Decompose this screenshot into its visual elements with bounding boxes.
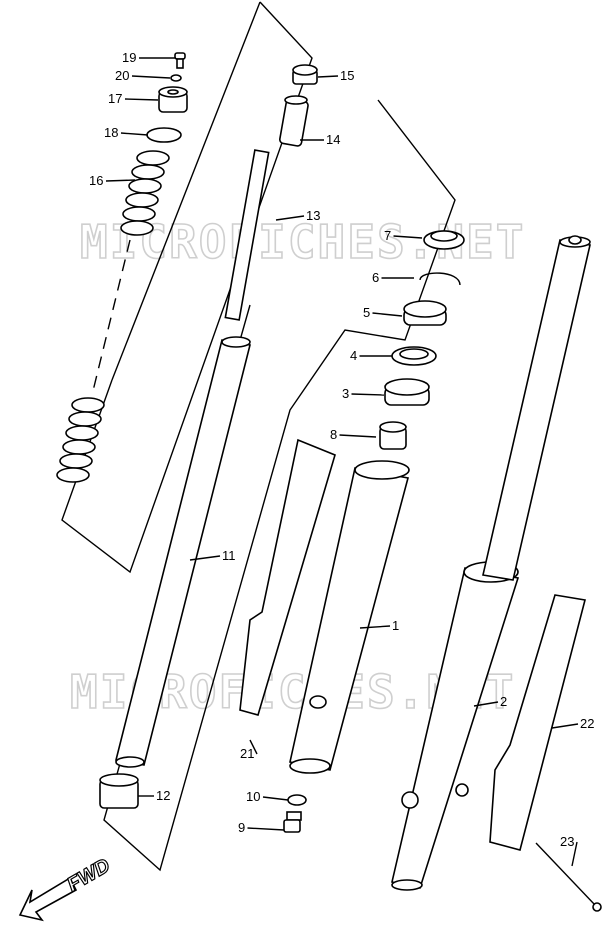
callout-leader-23 [571, 841, 578, 867]
callout-label-3: 3 [342, 386, 349, 401]
callout-label-4: 4 [350, 348, 357, 363]
part-3-guide-bush [384, 378, 430, 406]
part-18-o-ring [146, 127, 182, 143]
callout-label-16: 16 [89, 173, 103, 188]
callout-label-9: 9 [238, 820, 245, 835]
callout-label-11: 11 [222, 548, 236, 563]
callout-leader-2 [473, 701, 499, 707]
callout-label-1: 1 [392, 618, 399, 633]
part-21-fork-guard [239, 438, 336, 716]
callout-leader-20 [131, 75, 171, 79]
part-12-slide-bush [99, 773, 139, 809]
callout-leader-21 [249, 739, 258, 755]
callout-leader-8 [339, 434, 377, 438]
assembly-outline-inner [103, 99, 456, 872]
callout-label-15: 15 [340, 68, 354, 83]
callout-leader-15 [317, 75, 339, 78]
callout-label-2: 2 [500, 694, 507, 709]
callout-leader-9 [247, 827, 285, 831]
callout-label-22: 22 [580, 716, 594, 731]
callout-label-8: 8 [330, 427, 337, 442]
part-13-damper-rod [224, 95, 309, 321]
part-19-bolt [174, 52, 186, 69]
callout-label-21: 21 [240, 746, 254, 761]
callout-leader-17 [124, 98, 159, 101]
callout-label-7: 7 [384, 228, 391, 243]
part-23-pin [535, 842, 602, 912]
part-16-spring [56, 150, 170, 483]
callout-label-23: 23 [560, 834, 574, 849]
part-6-circlip [419, 272, 461, 286]
fwd-label: FWD [64, 855, 114, 897]
callout-label-19: 19 [122, 50, 136, 65]
callout-leader-22 [551, 723, 579, 729]
part-22-fork-guard-right [489, 594, 586, 851]
part-1-outer-tube [289, 460, 410, 774]
callout-label-14: 14 [326, 132, 340, 147]
callout-leader-1 [359, 625, 391, 629]
callout-label-13: 13 [306, 208, 320, 223]
callout-label-10: 10 [246, 789, 260, 804]
callout-label-5: 5 [363, 305, 370, 320]
callout-label-17: 17 [108, 91, 122, 106]
callout-leader-18 [120, 132, 149, 136]
part-15-bush [292, 64, 318, 85]
part-5-oil-seal [403, 300, 447, 326]
part-9-bolt [283, 811, 302, 833]
callout-leader-10 [262, 796, 289, 801]
part-20-washer [170, 74, 182, 82]
callout-leader-13 [275, 215, 305, 221]
part-4-washer [391, 346, 437, 366]
part-17-cap [158, 86, 188, 113]
callout-label-18: 18 [104, 125, 118, 140]
callout-label-6: 6 [372, 270, 379, 285]
callout-leader-5 [372, 312, 403, 317]
callout-leader-7 [393, 235, 423, 239]
callout-leader-16 [105, 179, 136, 182]
callout-leader-11 [189, 555, 221, 561]
callout-label-12: 12 [156, 788, 170, 803]
callout-leader-3 [351, 393, 385, 396]
part-8-cone [379, 421, 407, 450]
part-10-washer [287, 794, 307, 806]
right-inner-tube [482, 235, 591, 581]
callout-label-20: 20 [115, 68, 129, 83]
fwd-arrow-icon [18, 876, 78, 922]
part-11-inner-tube [115, 336, 251, 768]
part-7-dust-seal [423, 230, 465, 250]
